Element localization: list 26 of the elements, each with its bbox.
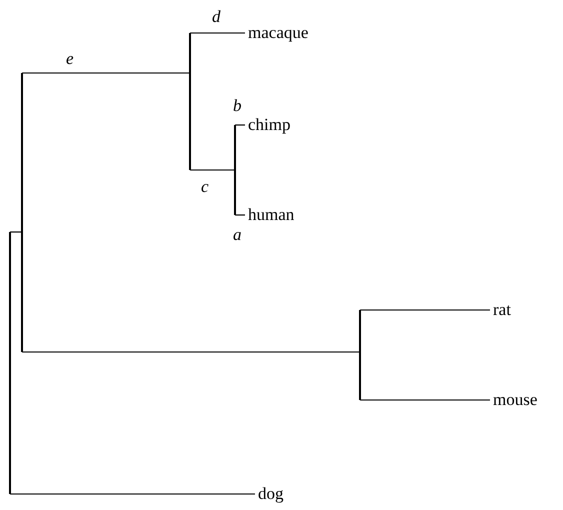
edge-label: b <box>233 97 242 115</box>
edge-label: c <box>201 178 209 196</box>
taxon-label: mouse <box>493 390 538 410</box>
tree-branch <box>22 72 190 74</box>
tree-branch <box>360 309 490 311</box>
branch-line <box>21 73 23 352</box>
tree-branch <box>235 124 245 126</box>
taxon-label: rat <box>493 300 511 320</box>
tree-branch <box>190 169 235 171</box>
taxon-label: human <box>248 205 294 225</box>
edge-label: a <box>233 226 242 244</box>
tree-branch <box>10 493 255 495</box>
branch-line <box>359 310 361 400</box>
taxon-label: chimp <box>248 115 290 135</box>
branch-line <box>189 33 191 170</box>
tree-branch <box>190 32 245 34</box>
branch-line <box>9 232 11 494</box>
tree-branch <box>360 399 490 401</box>
tree-branch <box>235 214 245 216</box>
branch-line <box>234 125 236 215</box>
tree-branch <box>22 351 360 353</box>
edge-label: e <box>66 50 74 68</box>
edge-label: d <box>212 8 220 26</box>
taxon-label: dog <box>258 484 284 504</box>
tree-branch <box>10 231 22 233</box>
taxon-label: macaque <box>248 23 308 43</box>
